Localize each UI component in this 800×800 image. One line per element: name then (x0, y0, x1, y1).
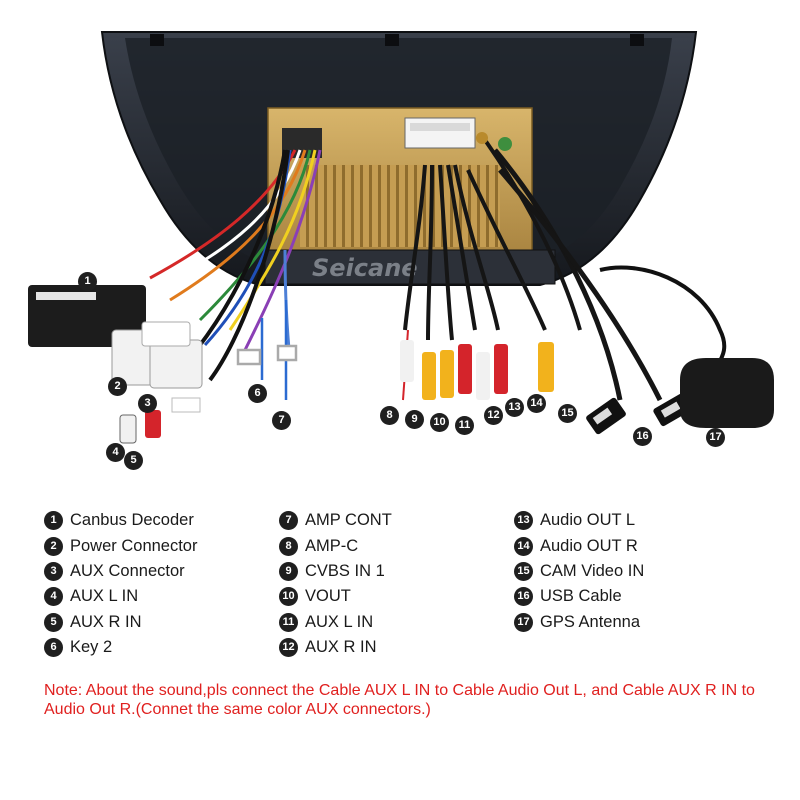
callout-2: 2 (108, 377, 127, 396)
legend-label: AUX R IN (305, 638, 377, 657)
callout-13: 13 (505, 398, 524, 417)
callout-14: 14 (527, 394, 546, 413)
sound-connection-note: Note: About the sound,pls connect the Ca… (44, 682, 755, 718)
legend-label: AMP CONT (305, 511, 392, 530)
wiring-diagram-illustration: Seicane (28, 31, 774, 444)
callout-6: 6 (248, 384, 267, 403)
legend-label: CVBS IN 1 (305, 561, 385, 580)
legend-label: Key 2 (70, 638, 113, 657)
callout-3: 3 (138, 394, 157, 413)
aux-in-plugs-left (119, 397, 201, 444)
legend-label: Audio OUT L (540, 511, 636, 530)
key-amp-wires (236, 300, 298, 400)
callout-17: 17 (706, 428, 725, 447)
legend-label: AUX Connector (70, 561, 185, 580)
callout-4: 4 (106, 443, 125, 462)
brand-watermark: Seicane (312, 254, 418, 282)
callout-1: 1 (78, 272, 97, 291)
legend-label: Power Connector (70, 536, 198, 555)
legend-label: AMP-C (305, 536, 359, 555)
gps-antenna (599, 265, 774, 428)
callout-9: 9 (405, 410, 424, 429)
callout-15: 15 (558, 404, 577, 423)
legend-label: AUX L IN (305, 612, 374, 631)
callout-16: 16 (633, 427, 652, 446)
legend-label: AUX L IN (70, 587, 139, 606)
callout-7: 7 (272, 411, 291, 430)
legend-label: USB Cable (540, 587, 622, 606)
power-connector-plugs (111, 321, 203, 389)
rca-plugs (400, 340, 554, 400)
legend-label: VOUT (305, 587, 351, 606)
legend-label: Audio OUT R (540, 536, 638, 555)
callout-10: 10 (430, 413, 449, 432)
legend-label: Canbus Decoder (70, 511, 194, 530)
callout-5: 5 (124, 451, 143, 470)
legend-label: GPS Antenna (540, 612, 640, 631)
callout-8: 8 (380, 406, 399, 425)
callout-12: 12 (484, 406, 503, 425)
antenna-connector (476, 132, 488, 144)
legend-label: AUX R IN (70, 612, 142, 631)
legend-label: CAM Video IN (540, 561, 645, 580)
rca-cable-bundle (402, 138, 663, 402)
callout-11: 11 (455, 416, 474, 435)
